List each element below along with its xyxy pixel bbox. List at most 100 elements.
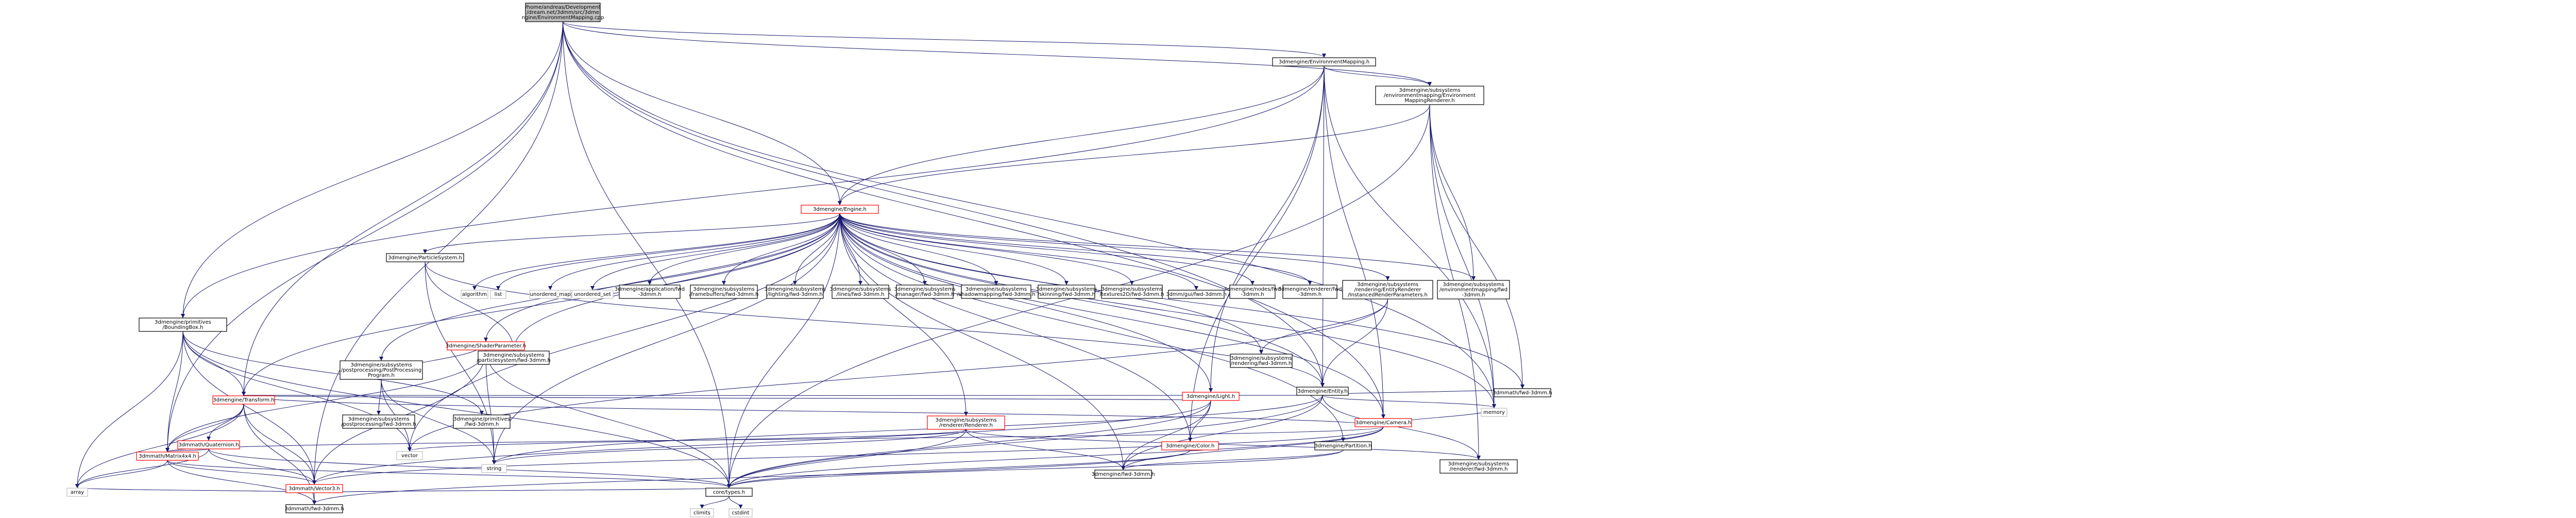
node-label-line: 3dmengine/subsystems: [829, 287, 891, 292]
node-label-line: string: [487, 466, 502, 472]
node-fwd_3dmm_h[interactable]: 3dmengine/fwd-3dmm.h: [1091, 470, 1155, 479]
node-particles_h[interactable]: 3dmengine/ParticleSystem.h: [386, 253, 464, 262]
node-label-line: 3dmengine/subsystems: [350, 362, 412, 368]
node-bbox_h[interactable]: 3dmengine/primitives/BoundingBox.h: [139, 318, 227, 332]
node-label-line: /textures2D/fwd-3dmm.h: [1099, 292, 1164, 297]
edge-engine_h-to-instanced_params_h: [839, 213, 1390, 280]
node-engine_h[interactable]: 3dmengine/Engine.h: [801, 205, 879, 214]
node-label-line: 3dmengine/Color.h: [1166, 443, 1215, 449]
node-skinning_fwd[interactable]: 3dmengine/subsystems/skinning/fwd-3dmm.h: [1036, 285, 1097, 299]
node-envmap_h[interactable]: 3dmengine/EnvironmentMapping.h: [1272, 57, 1376, 66]
edge-engine_h-to-string: [492, 213, 840, 464]
node-label-line: -3dmm.h: [1462, 292, 1485, 298]
node-label-line: list: [495, 292, 502, 297]
node-box: [212, 395, 275, 405]
node-rendering_fwd[interactable]: 3dmengine/subsystems/rendering/fwd-3dmm.…: [1230, 354, 1293, 368]
node-nodes_fwd[interactable]: 3dmengine/nodes/fwd-3dmm.h: [1224, 285, 1281, 299]
edge-engine_h-to-3dmm_fwd: [839, 213, 1198, 290]
node-textures_fwd[interactable]: 3dmengine/subsystems/textures2D/fwd-3dmm…: [1099, 285, 1164, 299]
node-transform_h[interactable]: 3dmengine/Transform.h: [212, 395, 275, 405]
node-box: [478, 350, 550, 365]
node-postproc_fwd[interactable]: 3dmengine/subsystems/postprocessing/fwd-…: [341, 414, 416, 429]
node-subsys_renderer_h[interactable]: 3dmengine/subsystems/renderer/Renderer.h: [927, 415, 1005, 430]
edge-transform_h-to-vector3_h: [243, 404, 316, 484]
node-partition_h[interactable]: 3dmengine/Partition.h: [1314, 441, 1372, 450]
node-label-line: unordered_set: [574, 292, 611, 297]
node-shader_param_h[interactable]: 3dmengine/ShaderParameter.h: [446, 341, 526, 350]
node-label-line: 3dmengine/Entity.h: [1297, 389, 1347, 394]
node-root[interactable]: /home/andreas/Development/dream.net/3dmm…: [522, 3, 604, 22]
node-label-line: ngine/EnvironmentMapping.cpp: [522, 15, 604, 21]
node-box: [525, 3, 601, 22]
node-box: [1481, 408, 1507, 417]
edge-instanced_params_h-to-rendering_fwd: [1259, 298, 1388, 354]
node-color_h[interactable]: 3dmengine/Color.h: [1161, 441, 1219, 450]
node-box: [619, 285, 681, 299]
node-label-line: 3dmmath/Quaternion.h: [178, 442, 239, 448]
node-label-line: /particlesystem/fwd-3dmm.h: [477, 358, 551, 363]
node-label-line: 3dmengine/subsystems: [1230, 356, 1292, 361]
edge-camera_h-to-transform_h: [242, 395, 1384, 427]
node-lighting_fwd[interactable]: 3dmengine/subsystems/lighting/fwd-3dmm.h: [764, 285, 826, 299]
node-box: [1437, 280, 1510, 299]
node-matrix4_h[interactable]: 3dmmath/Matrix4x4.h: [136, 452, 199, 461]
node-renderer_fwd_sub[interactable]: 3dmengine/subsystems/renderer/fwd-3dmm.h: [1439, 459, 1518, 474]
node-box: [1168, 290, 1225, 299]
node-box: [766, 285, 824, 299]
node-label-line: 3dmengine/primitives: [453, 416, 510, 422]
edge-shader_param_h-to-matrix4_h: [165, 349, 486, 452]
node-postproc_h[interactable]: 3dmengine/subsystems/postprocessing/Post…: [340, 360, 423, 380]
node-manager_fwd[interactable]: 3dmengine/subsystems/manager/fwd-3dmm.h: [894, 285, 956, 299]
edge-partition_h-to-core_types_h: [727, 449, 1344, 488]
node-entity_h[interactable]: 3dmengine/Entity.h: [1296, 387, 1349, 396]
node-box: [1094, 470, 1152, 479]
node-light_h[interactable]: 3dmengine/Light.h: [1182, 392, 1240, 401]
node-label-line: /InstancedRenderParameters.h: [1348, 292, 1428, 298]
node-label-line: /renderer/fwd-3dmm.h: [1450, 466, 1508, 472]
node-framebuffers_fwd[interactable]: 3dmengine/subsystems/framebuffers/fwd-3d…: [689, 285, 759, 299]
node-label-line: 3dmengine/Camera.h: [1355, 420, 1412, 426]
edge-quaternion_h-to-array: [75, 448, 209, 488]
node-box: [690, 508, 714, 517]
edge-envmap_h-to-bbox_h: [181, 65, 1325, 318]
node-3dmm_fwd[interactable]: 3dmm/gui/fwd-3dmm.h: [1166, 290, 1227, 299]
node-lines_fwd[interactable]: 3dmengine/subsystems/lines/fwd-3dmm.h: [829, 285, 891, 299]
node-label-line: 3dmengine/application/fwd: [615, 287, 685, 292]
node-box: [571, 290, 614, 299]
edge-envmap_h-to-camera_h: [1324, 65, 1385, 419]
edge-envmap_renderer_h-to-memory: [1429, 104, 1496, 408]
node-camera_h[interactable]: 3dmengine/Camera.h: [1354, 418, 1412, 427]
edge-bbox_h-to-core_types_h: [182, 331, 731, 488]
node-math_fwd[interactable]: 3dmmath/fwd-3dmm.h: [284, 504, 344, 513]
node-prim_fwd[interactable]: 3dmengine/primitives/fwd-3dmm.h: [453, 414, 511, 429]
node-envmap_fwd[interactable]: 3dmengine/subsystems/environmentmapping/…: [1437, 280, 1510, 299]
edge-instanced_params_h-to-entity_h: [1320, 298, 1388, 387]
edge-engine_h-to-renderer_fwd_top: [839, 213, 1312, 285]
edge-engine_h-to-shader_param_h: [484, 213, 840, 342]
node-label-line: -3dmm.h: [1241, 292, 1264, 297]
node-box: [1494, 388, 1551, 397]
node-label-line: 3dmmath/Matrix4x4.h: [139, 454, 196, 459]
node-particlesys_fwd[interactable]: 3dmengine/subsystems/particlesystem/fwd-…: [477, 350, 551, 365]
node-box: [1101, 285, 1163, 299]
edge-engine_h-to-partition_h: [839, 213, 1345, 442]
node-shadow_fwd[interactable]: 3dmengine/subsystems/shadowmapping/fwd-3…: [957, 285, 1036, 299]
node-label-line: 3dmengine/Light.h: [1187, 394, 1235, 399]
edge-camera_h-to-fwd_3dmm_h: [1121, 426, 1384, 470]
node-mat_fwd[interactable]: 3dmmath/fwd-3dmm.h: [1493, 388, 1552, 397]
node-box: [342, 414, 415, 429]
node-label-line: /lines/fwd-3dmm.h: [836, 292, 884, 297]
edge-shader_param_h-to-core_types_h: [485, 349, 731, 488]
node-quaternion_h[interactable]: 3dmmath/Quaternion.h: [177, 440, 240, 449]
node-envmap_renderer_h[interactable]: 3dmengine/subsystems/environmentmapping/…: [1375, 86, 1484, 105]
node-core_types_h[interactable]: core/types.h: [705, 488, 753, 497]
edge-engine_h-to-color_h: [839, 213, 1192, 442]
node-label-line: 3dmengine/subsystems: [1448, 461, 1509, 467]
node-box: [1229, 285, 1276, 299]
node-renderer_fwd_top[interactable]: 3dmengine/renderer/fwd-3dmm.h: [1278, 285, 1342, 299]
node-vector3_h[interactable]: 3dmmath/Vector3.h: [285, 484, 343, 493]
edge-engine_h-to-particlesys_fwd: [512, 213, 840, 351]
edge-engine_h-to-vector: [408, 213, 840, 452]
node-instanced_params_h[interactable]: 3dmengine/subsystems/rendering/EntityRen…: [1342, 280, 1433, 299]
node-app_fwd[interactable]: 3dmengine/application/fwd-3dmm.h: [615, 285, 685, 299]
